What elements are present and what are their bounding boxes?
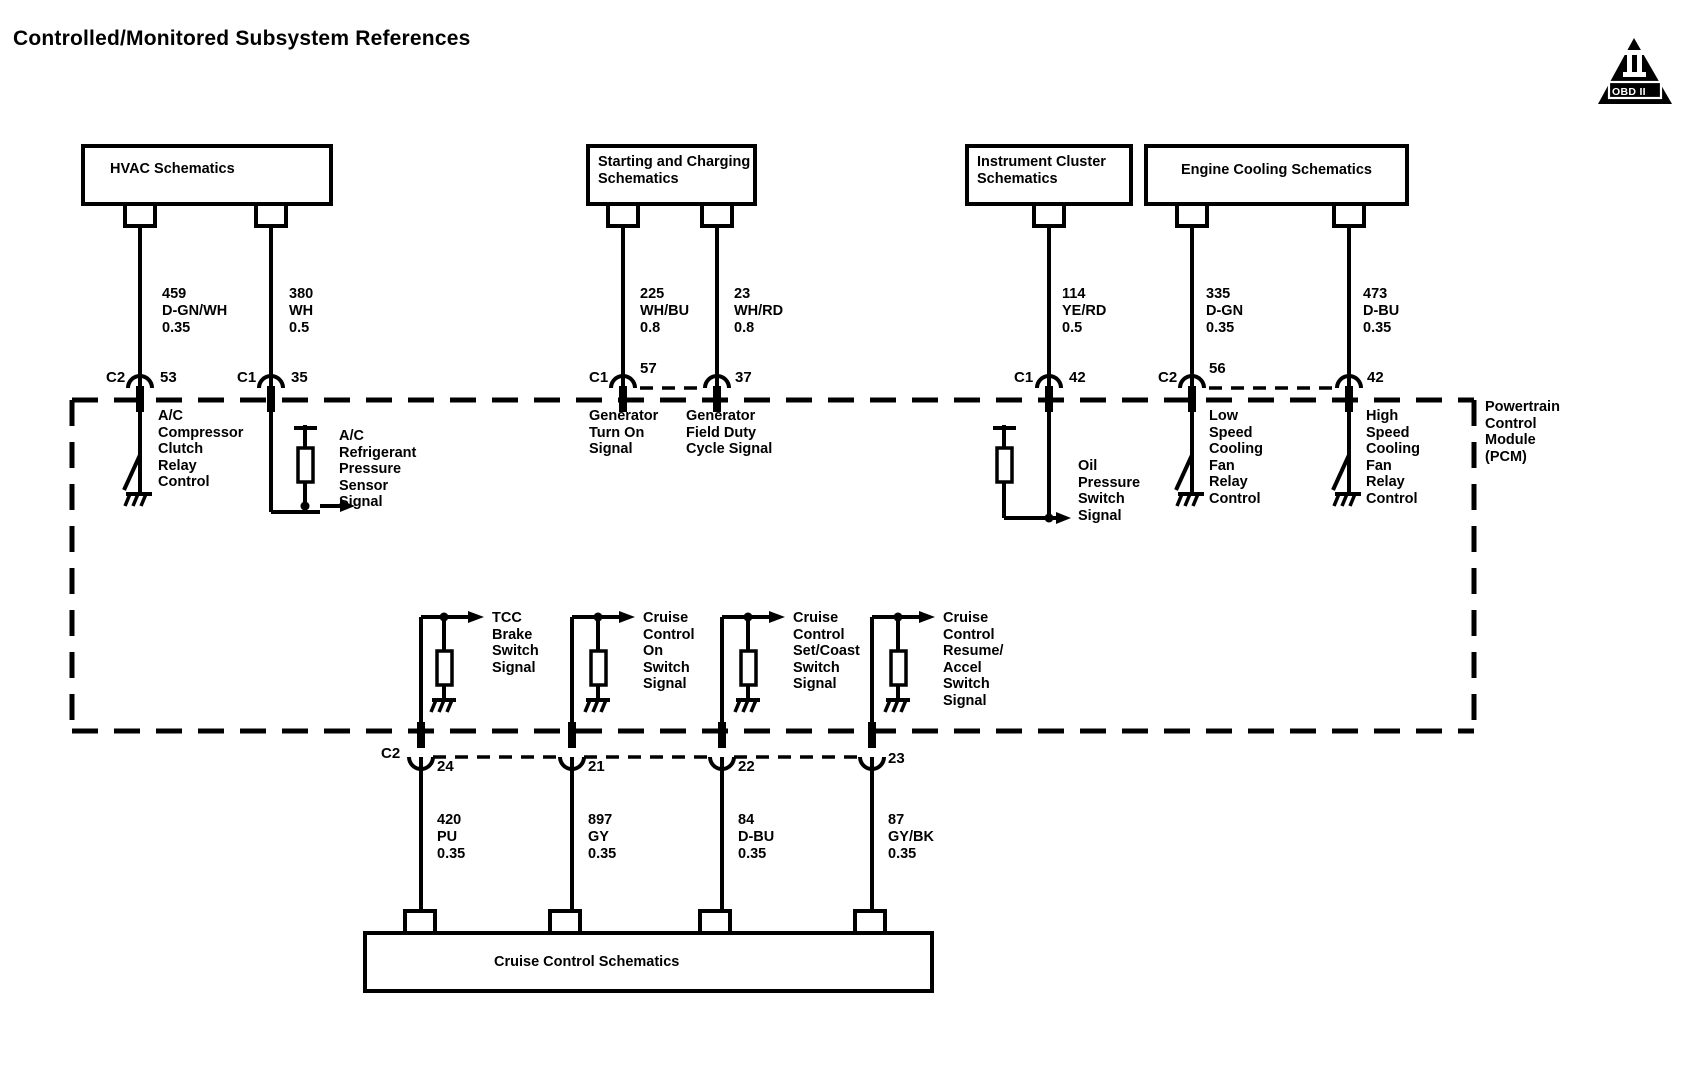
wire-color-87: GY/BK [888, 829, 934, 845]
pin-number-23: 23 [888, 750, 905, 767]
connector-id-c1-35: C1 [237, 369, 257, 386]
connector-id-c1-42: C1 [1014, 369, 1034, 386]
wire-gauge-23: 0.8 [734, 320, 755, 336]
obd-ii-badge-text: OBD II [1612, 86, 1646, 98]
wire-circuit-84: 84 [738, 812, 755, 828]
wire-color-473: D-BU [1363, 303, 1400, 319]
wire-circuit-420: 420 [437, 812, 462, 828]
wire-color-23: WH/RD [734, 303, 784, 319]
signal-label-ac-compressor-clutch-relay-control: A/C Compressor Clutch Relay Control [158, 408, 244, 490]
signal-label-tcc-brake-switch-signal: TCC Brake Switch Signal [492, 610, 539, 676]
pin-number-42-cooling: 42 [1367, 369, 1384, 386]
signal-label-generator-field-duty-cycle-signal: Generator Field Duty Cycle Signal [686, 408, 773, 457]
wire-color-420: PU [437, 829, 458, 845]
page-title: Controlled/Monitored Subsystem Reference… [13, 27, 471, 50]
wire-color-380: WH [289, 303, 314, 319]
wire-color-897: GY [588, 829, 609, 845]
signal-label-generator-turn-on-signal: Generator Turn On Signal [589, 408, 659, 457]
pin-number-37: 37 [735, 369, 752, 386]
pin-number-53: 53 [160, 369, 177, 386]
signal-label-ac-refrigerant-pressure-sensor-signal: A/C Refrigerant Pressure Sensor Signal [339, 428, 417, 510]
signal-label-high-speed-cooling-fan-relay-control: High Speed Cooling Fan Relay Control [1366, 408, 1420, 507]
pin-number-56: 56 [1209, 360, 1226, 377]
connector-id-c2-53: C2 [106, 369, 126, 386]
connector-id-c1-57: C1 [589, 369, 609, 386]
box-label-cooling[interactable]: Engine Cooling Schematics [1181, 162, 1372, 178]
box-starting [586, 144, 757, 206]
connector-id-c2-56: C2 [1158, 369, 1178, 386]
box-label-starting[interactable]: Starting and Charging Schematics [598, 154, 751, 187]
wire-gauge-114: 0.5 [1062, 320, 1083, 336]
connector-id-c2-bottom: C2 [381, 745, 401, 762]
pin-number-21: 21 [588, 758, 605, 775]
signal-label-oil-pressure-switch-signal: Oil Pressure Switch Signal [1078, 458, 1141, 524]
wire-gauge-87: 0.35 [888, 846, 917, 862]
pin-number-35: 35 [291, 369, 308, 386]
pcm-module-label: Powertrain Control Module (PCM) [1485, 399, 1560, 465]
wire-circuit-114: 114 [1062, 286, 1086, 302]
wire-gauge-473: 0.35 [1363, 320, 1392, 336]
signal-label-cruise-control-on-switch-signal: Cruise Control On Switch Signal [643, 610, 695, 692]
box-cruise [363, 931, 934, 993]
wire-circuit-459: 459 [162, 286, 187, 302]
wire-circuit-380: 380 [289, 286, 314, 302]
pin-number-57: 57 [640, 360, 657, 377]
wire-circuit-225: 225 [640, 286, 665, 302]
pin-number-22: 22 [738, 758, 755, 775]
box-cluster [965, 144, 1133, 206]
box-label-hvac[interactable]: HVAC Schematics [110, 161, 235, 177]
wire-gauge-335: 0.35 [1206, 320, 1235, 336]
box-cooling [1144, 144, 1409, 206]
obd-ii-badge [1598, 38, 1672, 104]
signal-label-cruise-control-resume-accel-switch-signal: Cruise Control Resume/ Accel Switch Sign… [943, 610, 1004, 709]
box-hvac [81, 144, 333, 206]
wire-color-114: YE/RD [1062, 303, 1107, 319]
wire-gauge-225: 0.8 [640, 320, 661, 336]
signal-label-low-speed-cooling-fan-relay-control: Low Speed Cooling Fan Relay Control [1209, 408, 1263, 507]
box-label-cluster[interactable]: Instrument Cluster Schematics [977, 154, 1106, 187]
wire-circuit-335: 335 [1206, 286, 1231, 302]
wire-color-225: WH/BU [640, 303, 690, 319]
wire-color-459: D-GN/WH [162, 303, 228, 319]
wire-circuit-897: 897 [588, 812, 613, 828]
signal-label-cruise-control-set-coast-switch-signal: Cruise Control Set/Coast Switch Signal [793, 610, 860, 692]
wire-color-84: D-BU [738, 829, 775, 845]
pin-number-24: 24 [437, 758, 454, 775]
pin-number-42-cluster: 42 [1069, 369, 1086, 386]
wire-circuit-87: 87 [888, 812, 905, 828]
wire-gauge-420: 0.35 [437, 846, 466, 862]
wire-color-335: D-GN [1206, 303, 1244, 319]
wire-circuit-23: 23 [734, 286, 751, 302]
wire-gauge-380: 0.5 [289, 320, 310, 336]
wire-gauge-897: 0.35 [588, 846, 617, 862]
box-label-cruise[interactable]: Cruise Control Schematics [494, 954, 680, 970]
wire-circuit-473: 473 [1363, 286, 1388, 302]
wire-gauge-459: 0.35 [162, 320, 191, 336]
wire-gauge-84: 0.35 [738, 846, 767, 862]
